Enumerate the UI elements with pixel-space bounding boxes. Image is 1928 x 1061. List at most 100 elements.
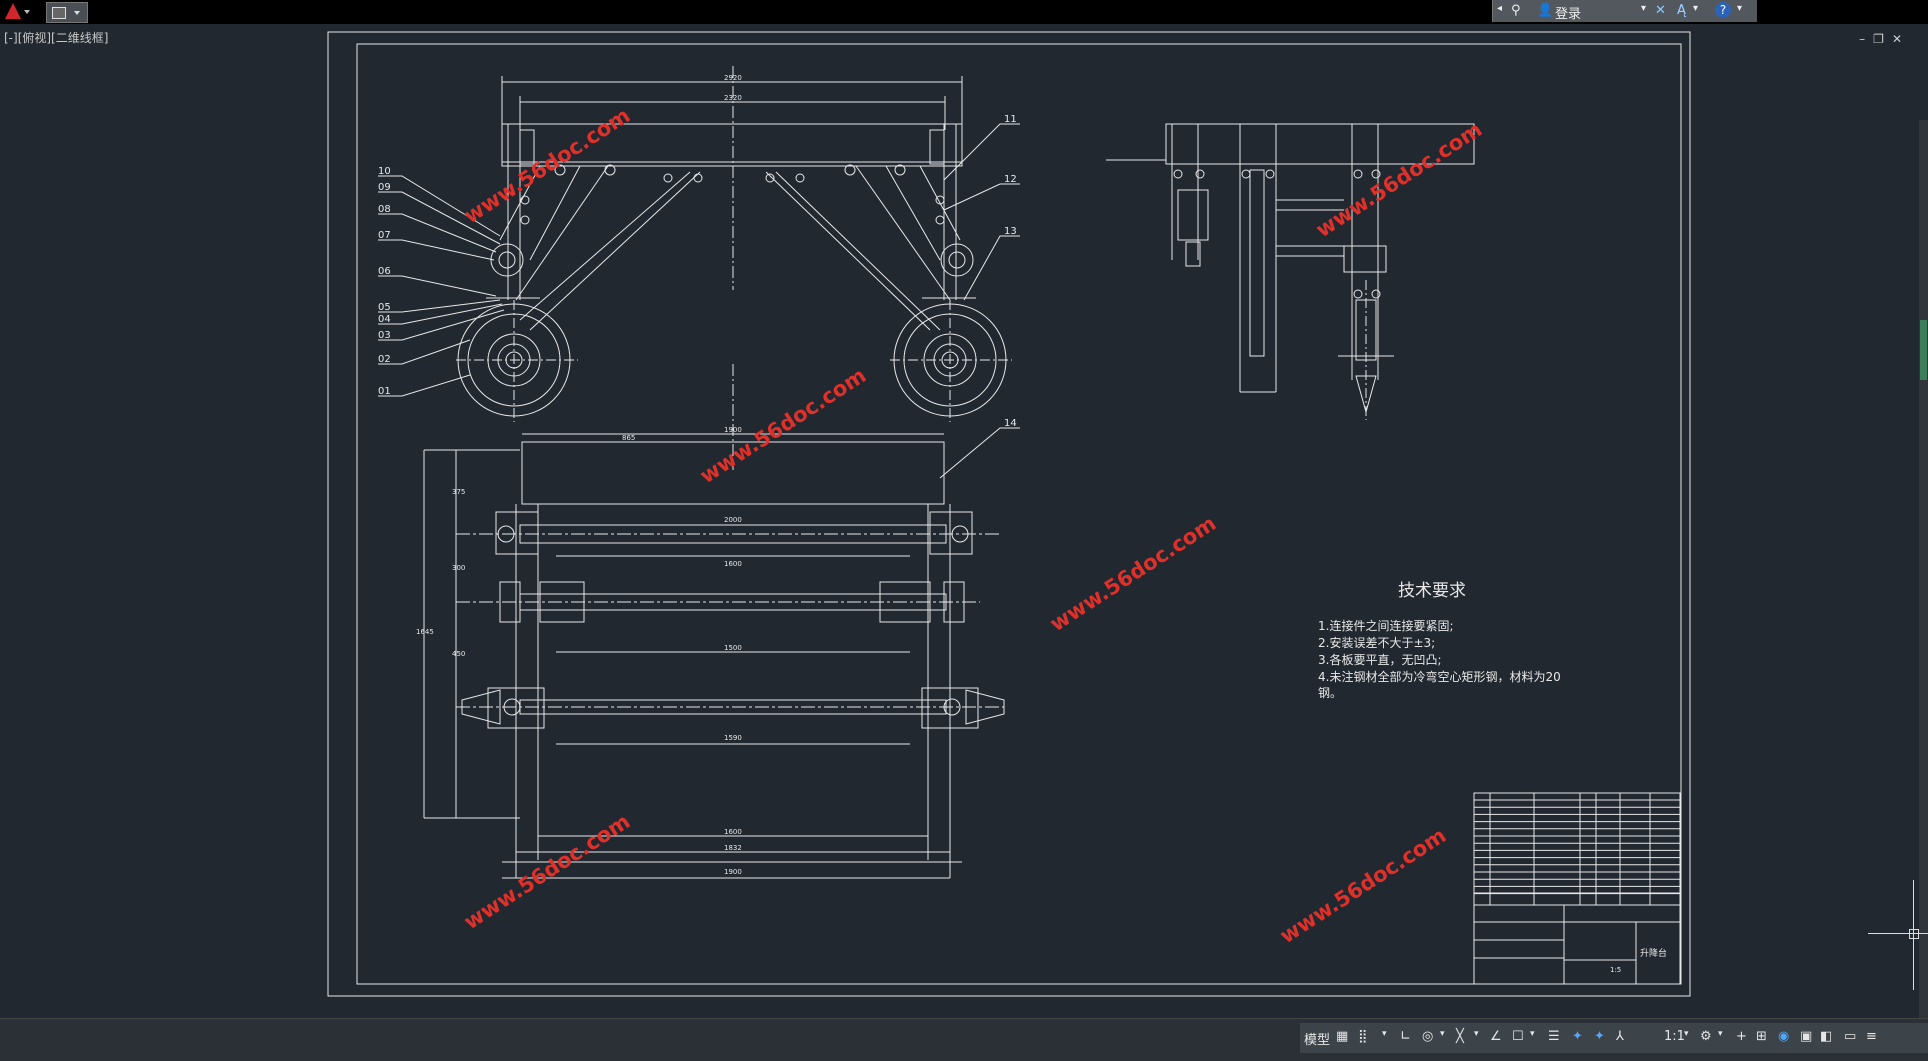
lineweight-icon[interactable]: ☰	[1548, 1029, 1560, 1044]
part-label: 03	[378, 330, 391, 341]
dimension-text: 1590	[724, 734, 742, 742]
drawing-window-controls[interactable]: –❐✕	[1859, 32, 1910, 46]
dimension-text: 2000	[724, 516, 742, 524]
part-label: 12	[1004, 174, 1017, 185]
cursor-pickbox	[1909, 929, 1919, 939]
exchange-apps-icon[interactable]: ✕	[1655, 3, 1666, 18]
dimension-text: 1832	[724, 844, 742, 852]
tech-requirements-title: 技术要求	[1398, 581, 1466, 601]
chevron-down-icon[interactable]: ▾	[1530, 1029, 1535, 1039]
tech-requirement-item: 2.安装误差不大于±3;	[1318, 635, 1435, 650]
chevron-down-icon[interactable]: ▾	[1693, 3, 1699, 14]
tech-requirement-item: 1.连接件之间连接要紧固;	[1318, 618, 1454, 633]
quick-access-toolbar[interactable]	[46, 2, 88, 23]
object-snap-tracking-icon[interactable]: ∠	[1490, 1029, 1502, 1044]
status-toolbar: 模型 ▦ ⣿ ▾ ∟ ◎ ▾ ╳ ▾ ∠ ☐ ▾ ☰ ✦ ✦ ⅄ 1:1 ▾ ⚙…	[1300, 1023, 1928, 1053]
chevron-down-icon[interactable]: ▾	[1641, 3, 1647, 14]
info-center-bar: ◂ ⚲ 👤 登录 ▾ ✕ Ą ▾ ? ▾	[1492, 0, 1757, 22]
plus-icon[interactable]: +	[1736, 1029, 1747, 1044]
layout-icon[interactable]: ▭	[1844, 1029, 1857, 1044]
tech-requirement-item: 钢。	[1318, 686, 1342, 700]
watermark-text: www.56doc.com	[460, 809, 635, 934]
ortho-icon[interactable]: ∟	[1400, 1029, 1411, 1044]
auto-scale-icon[interactable]: ✦	[1594, 1029, 1605, 1044]
dimension-text: 1900	[724, 426, 742, 434]
dimension-text: 1645	[416, 628, 434, 636]
title-block-name: 升降台	[1640, 947, 1667, 959]
cursor-crosshair	[1913, 880, 1914, 990]
cursor-crosshair	[1868, 933, 1928, 934]
dimension-text: 1600	[724, 560, 742, 568]
help-icon[interactable]: ?	[1715, 2, 1731, 18]
autocad-logo-icon	[5, 3, 21, 19]
annotation-visibility-icon[interactable]: ✦	[1572, 1029, 1583, 1044]
close-icon[interactable]: ✕	[1891, 32, 1910, 46]
status-bar: 模型 ▦ ⣿ ▾ ∟ ◎ ▾ ╳ ▾ ∠ ☐ ▾ ☰ ✦ ✦ ⅄ 1:1 ▾ ⚙…	[0, 1018, 1928, 1061]
watermark-text: www.56doc.com	[1276, 823, 1451, 948]
annotation-scale-icon[interactable]: ⅄	[1616, 1029, 1624, 1044]
chevron-down-icon[interactable]: ▾	[1737, 3, 1743, 14]
polar-tracking-icon[interactable]: ◎	[1422, 1029, 1434, 1044]
application-menu-button[interactable]	[2, 2, 30, 22]
tech-requirement-item: 4.未注钢材全部为冷弯空心矩形钢，材料为20	[1318, 669, 1561, 684]
user-icon[interactable]: 👤	[1537, 3, 1554, 18]
chevron-down-icon	[24, 10, 30, 14]
part-label: 13	[1004, 226, 1017, 237]
login-button[interactable]: 登录	[1555, 7, 1582, 22]
gear-icon[interactable]: ⚙	[1700, 1029, 1712, 1044]
plan-view	[423, 364, 1005, 879]
dimension-text: 300	[452, 564, 465, 572]
object-snap-icon[interactable]: ☐	[1512, 1029, 1524, 1044]
dimension-text: 1600	[724, 828, 742, 836]
part-label: 01	[378, 386, 391, 397]
part-label: 05	[378, 302, 391, 313]
part-label: 04	[378, 314, 391, 325]
title-block-scale: 1:5	[1610, 966, 1621, 974]
chevron-down-icon[interactable]: ▾	[1718, 1029, 1723, 1039]
part-label: 11	[1004, 114, 1017, 125]
sheet-inner-border	[356, 43, 1682, 985]
front-view	[378, 66, 1020, 479]
minimize-icon[interactable]: –	[1859, 32, 1874, 46]
annotation-scale-selector[interactable]: 1:1	[1664, 1029, 1685, 1044]
chevron-down-icon[interactable]: ▾	[1684, 1029, 1689, 1039]
watermark-text: www.56doc.com	[1046, 511, 1221, 636]
autodesk-a360-icon[interactable]: Ą	[1677, 3, 1686, 18]
quick-properties-icon[interactable]: ⊞	[1756, 1029, 1767, 1044]
chevron-down-icon[interactable]: ▾	[1474, 1029, 1479, 1039]
bom-rows	[1474, 799, 1680, 895]
tech-requirement-item: 3.各板要平直，无凹凸;	[1318, 652, 1442, 667]
dimension-text: 375	[452, 488, 465, 496]
dimension-text: 2920	[724, 74, 742, 82]
grid-icon[interactable]: ▦	[1336, 1029, 1349, 1044]
restore-icon[interactable]: ❐	[1873, 32, 1892, 46]
workspace-icon	[52, 7, 66, 19]
part-label: 02	[378, 354, 391, 365]
snap-icon[interactable]: ⣿	[1358, 1029, 1368, 1044]
right-scroll-area[interactable]	[1919, 120, 1928, 1020]
dimension-text: 450	[452, 650, 465, 658]
isolate-objects-icon[interactable]: ◉	[1778, 1029, 1790, 1044]
viewport-controls-label[interactable]: [-][俯视][二维线框]	[4, 31, 109, 45]
chevron-down-icon[interactable]: ▾	[1440, 1029, 1445, 1039]
chevron-down-icon[interactable]: ▾	[1382, 1029, 1387, 1039]
binoculars-icon[interactable]: ⚲	[1511, 3, 1521, 18]
hardware-acceleration-icon[interactable]: ▣	[1800, 1029, 1813, 1044]
part-label: 08	[378, 204, 391, 215]
clean-screen-icon[interactable]: ◧	[1820, 1029, 1833, 1044]
dimension-text: 865	[622, 434, 635, 442]
part-label: 14	[1004, 418, 1017, 429]
customization-menu-icon[interactable]: ≡	[1866, 1029, 1877, 1044]
chevron-left-icon[interactable]: ◂	[1497, 3, 1503, 14]
side-view	[1106, 123, 1475, 420]
watermark-text: www.56doc.com	[1312, 117, 1487, 242]
drawing-canvas[interactable]: 10 09 08 07 06 05 04 03 02 01 11 12 13 1…	[0, 24, 1918, 1018]
chevron-down-icon	[74, 11, 80, 15]
scroll-thumb[interactable]	[1920, 320, 1927, 380]
watermark-text: www.56doc.com	[696, 363, 871, 488]
model-space-button[interactable]: 模型	[1304, 1033, 1331, 1048]
isodraft-icon[interactable]: ╳	[1456, 1029, 1464, 1044]
part-label: 06	[378, 266, 391, 277]
dimension-text: 1900	[724, 868, 742, 876]
dimension-text: 2320	[724, 94, 742, 102]
